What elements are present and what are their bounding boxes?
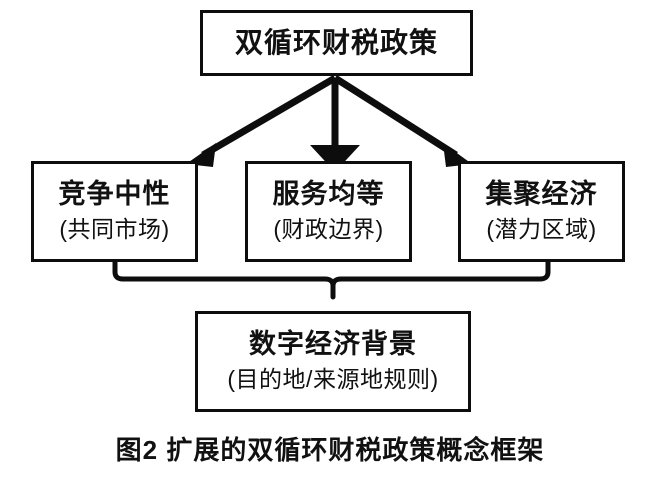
node-pillar-subtitle: (共同市场) (59, 216, 170, 243)
node-context-title: 数字经济背景 (249, 329, 417, 360)
node-pillar-subtitle: (潜力区域) (486, 216, 597, 243)
node-pillar-subtitle: (财政边界) (273, 216, 384, 243)
node-root-title: 双循环财税政策 (234, 26, 438, 58)
node-pillar-agglomeration-economy[interactable]: 集聚经济 (潜力区域) (458, 161, 625, 262)
node-pillar-title: 服务均等 (272, 179, 385, 210)
root-to-service-equalization-arrow (310, 78, 360, 172)
root-to-agglomeration-economy-arrow (333, 75, 472, 167)
figure-caption: 图2 扩展的双循环财税政策概念框架 (115, 435, 545, 465)
node-root[interactable]: 双循环财税政策 (200, 10, 473, 76)
node-pillar-title: 竞争中性 (58, 179, 171, 210)
node-digital-economy-context[interactable]: 数字经济背景 (目的地/来源地规则) (195, 311, 471, 412)
node-pillar-competition-neutrality[interactable]: 竞争中性 (共同市场) (31, 161, 198, 262)
pillars-to-context-brace (112, 259, 551, 300)
node-pillar-title: 集聚经济 (485, 179, 598, 210)
node-pillar-service-equalization[interactable]: 服务均等 (财政边界) (245, 161, 412, 262)
node-context-subtitle: (目的地/来源地规则) (227, 366, 439, 393)
root-to-competition-neutrality-arrow (186, 74, 337, 167)
